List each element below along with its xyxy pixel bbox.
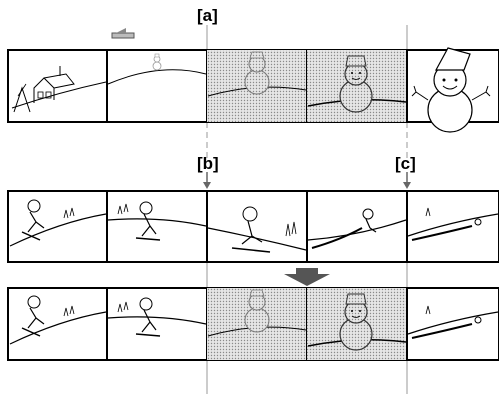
marker-b-label: [b]: [197, 154, 219, 173]
frame-snowman-dotted: [307, 50, 407, 122]
down-arrow-icon-b: [203, 172, 211, 189]
down-arrow-icon: [284, 268, 330, 286]
frame-snowman-small-dotted: [207, 50, 307, 122]
film-strip-middle: [8, 191, 499, 262]
tape-icon: [112, 28, 134, 38]
frame-snowman-small-dotted: [207, 288, 307, 360]
film-strip-top: [8, 48, 499, 132]
film-strip-bottom: [8, 288, 499, 360]
down-arrow-icon-c: [403, 172, 411, 189]
marker-a-label: [a]: [197, 6, 218, 25]
marker-c-label: [c]: [395, 154, 416, 173]
frame-snowman-dotted: [307, 288, 407, 360]
